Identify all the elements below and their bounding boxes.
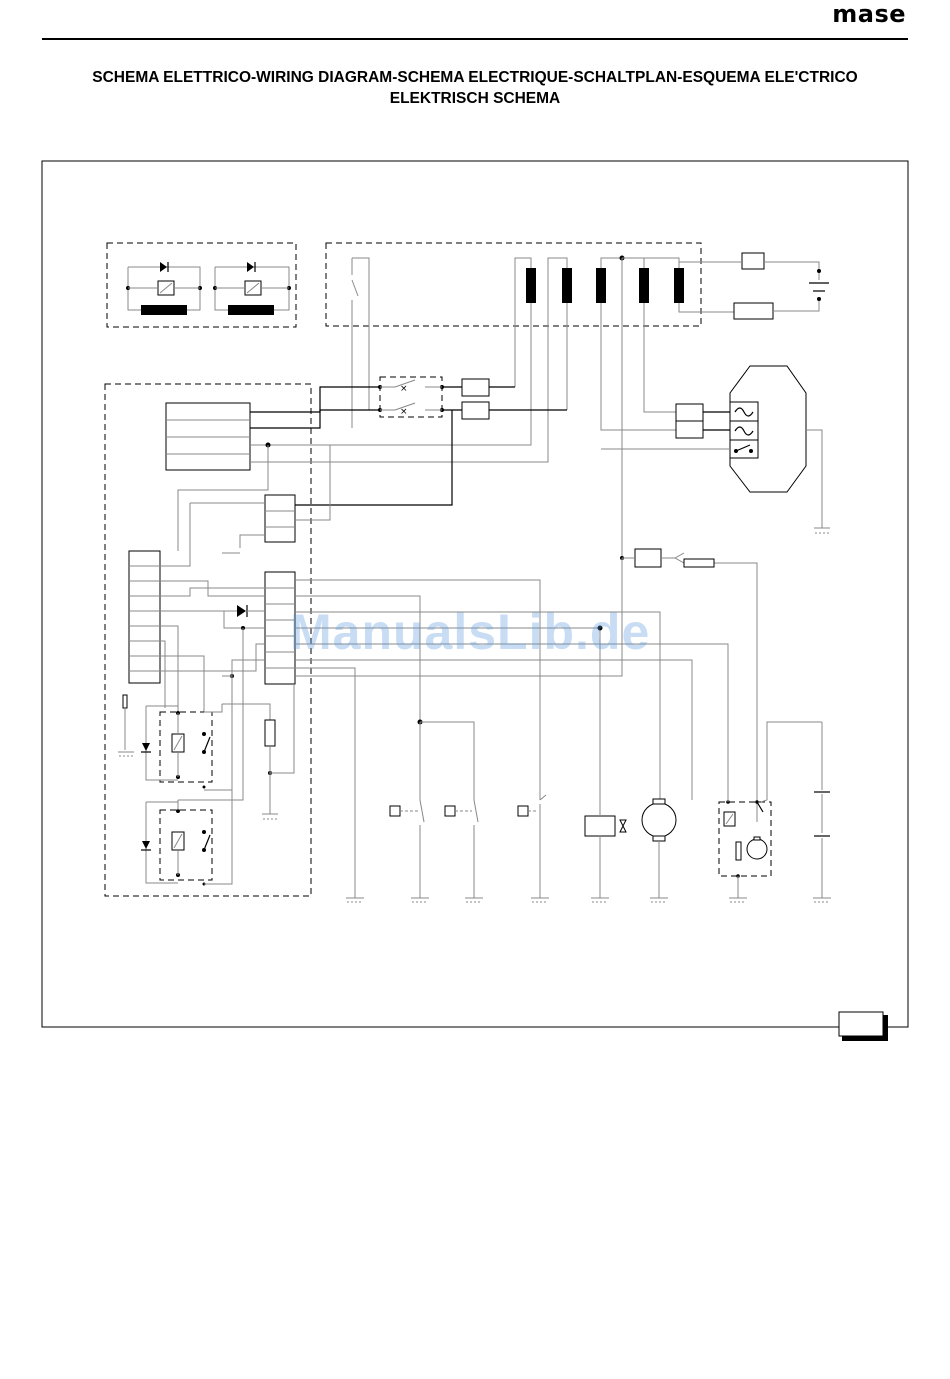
switch-icon [730, 440, 758, 458]
resistor-icon [736, 842, 741, 860]
heater-element [141, 305, 187, 315]
relay-1 [141, 706, 212, 789]
relay-2 [141, 704, 232, 886]
valve-icon [585, 816, 615, 836]
fuse-branch [620, 549, 757, 822]
heater-element [228, 305, 274, 315]
switch-icon [445, 806, 455, 816]
double-switch: × × [378, 377, 567, 419]
door-switch [352, 258, 369, 428]
motor-icon [747, 839, 767, 859]
diode-pair-left [126, 262, 291, 315]
motor-icon [642, 803, 676, 837]
resistor-icon [265, 720, 275, 746]
ground-icon-row [346, 898, 831, 902]
fuse-icon [742, 253, 764, 269]
relay-coil-icon [462, 379, 489, 396]
diode-icon [247, 262, 254, 272]
switch-icon [390, 806, 400, 816]
diode-icon [142, 743, 150, 751]
watermark: ManualsLib.de [290, 603, 650, 661]
relay-coil-icon [462, 402, 489, 419]
connector-block-b [265, 495, 295, 542]
svg-text:×: × [400, 384, 408, 394]
connector-block-c [129, 551, 160, 683]
page-number-tab [839, 1012, 888, 1041]
resistor-icon [734, 303, 773, 319]
switch-icon [518, 806, 528, 816]
svg-text:×: × [400, 407, 408, 417]
diode-icon [142, 841, 150, 849]
generator-unit [601, 366, 830, 533]
bottom-loads [390, 720, 830, 899]
connector-block-a [166, 403, 250, 470]
diode-icon [237, 605, 246, 617]
diode-icon [160, 262, 167, 272]
